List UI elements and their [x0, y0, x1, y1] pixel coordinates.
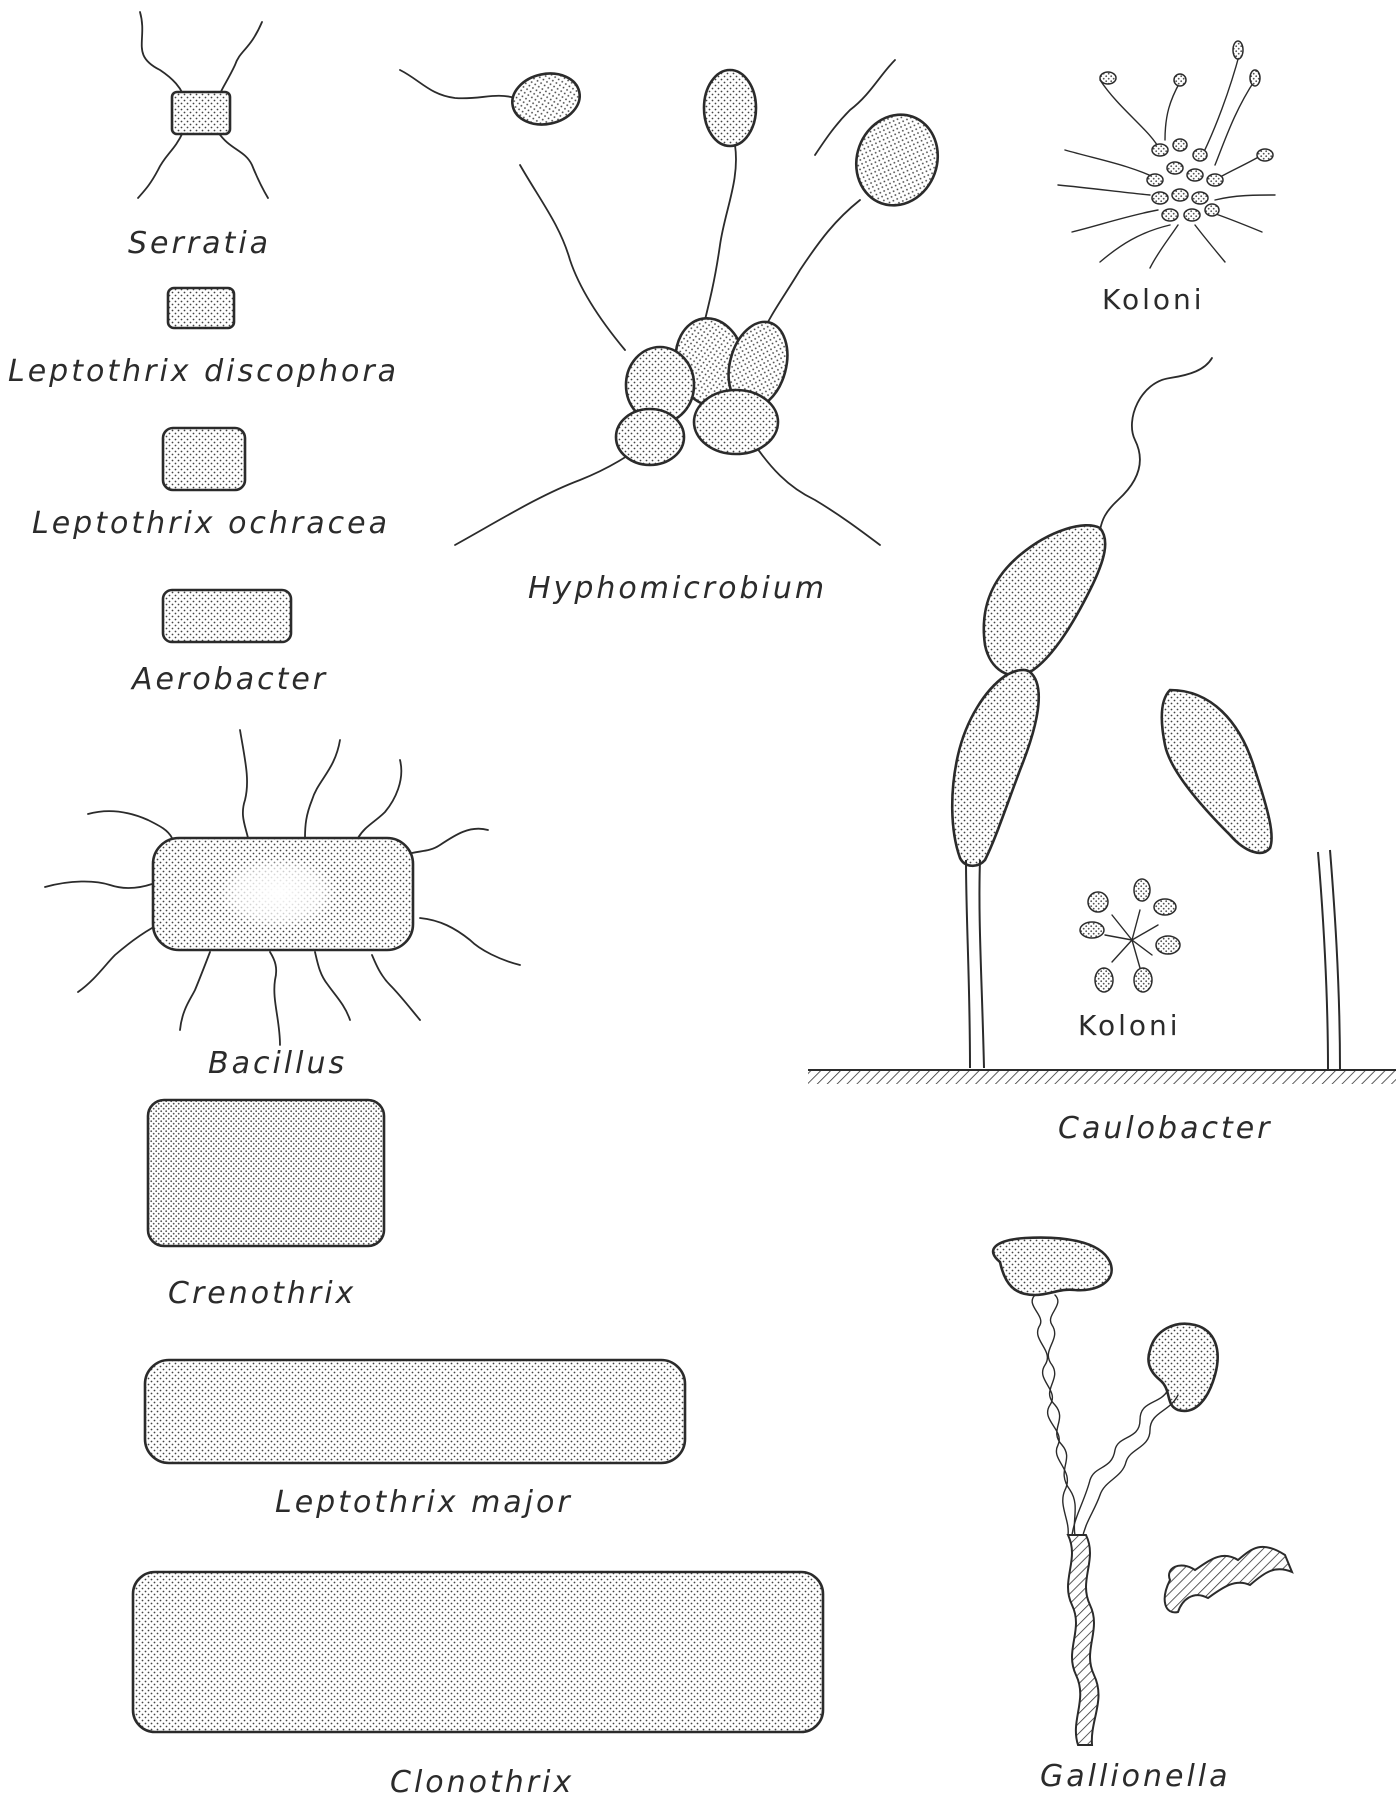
koloni-top-label: Koloni	[1102, 283, 1205, 316]
leptothrix-discophora-label: Leptothrix discophora	[8, 354, 399, 389]
serratia-label: Serratia	[128, 226, 271, 261]
hyphomicrobium-mother-cell	[616, 409, 684, 465]
bacillus-figure	[45, 730, 520, 1045]
caulobacter-substrate	[808, 1070, 1396, 1084]
caulobacter-label: Caulobacter	[1058, 1111, 1273, 1146]
serratia-cell	[172, 92, 230, 134]
crenothrix-label: Crenothrix	[168, 1276, 356, 1311]
hyphomicrobium-swarmer-cell	[508, 67, 585, 130]
gallionella-stalk	[1068, 1535, 1099, 1745]
hyphomicrobium-mother-cell	[694, 390, 778, 454]
leptothrix-major-cell	[145, 1360, 685, 1463]
koloni-caulobacter-label: Koloni	[1078, 1009, 1181, 1042]
bacillus-spore	[218, 857, 338, 929]
leptothrix-ochracea-cell	[163, 428, 245, 490]
caulobacter-rosette	[1080, 879, 1180, 992]
leptothrix-ochracea-label: Leptothrix ochracea	[32, 506, 390, 541]
leptothrix-discophora-cell	[168, 288, 234, 328]
caulobacter-figure	[808, 358, 1396, 1084]
hyphomicrobium-figure	[400, 60, 950, 545]
serratia-figure	[138, 12, 268, 198]
hyphomicrobium-bud-cell	[704, 70, 756, 146]
crenothrix-cell	[148, 1100, 384, 1246]
clonothrix-cell	[133, 1572, 823, 1732]
gallionella-figure	[993, 1238, 1292, 1745]
bacillus-label: Bacillus	[208, 1046, 347, 1081]
hyphomicrobium-label: Hyphomicrobium	[528, 571, 827, 606]
gallionella-cell	[993, 1238, 1112, 1295]
caulobacter-cell	[984, 525, 1105, 675]
caulobacter-cell	[1162, 690, 1272, 853]
leptothrix-major-label: Leptothrix major	[275, 1485, 573, 1520]
clonothrix-label: Clonothrix	[390, 1765, 574, 1800]
aerobacter-cell	[163, 590, 291, 642]
koloni-colony-top	[1058, 41, 1275, 268]
gallionella-label: Gallionella	[1040, 1759, 1231, 1794]
aerobacter-label: Aerobacter	[130, 662, 328, 697]
caulobacter-cell	[952, 670, 1038, 866]
gallionella-cell	[1148, 1324, 1217, 1411]
gallionella-spiral	[1165, 1547, 1292, 1613]
